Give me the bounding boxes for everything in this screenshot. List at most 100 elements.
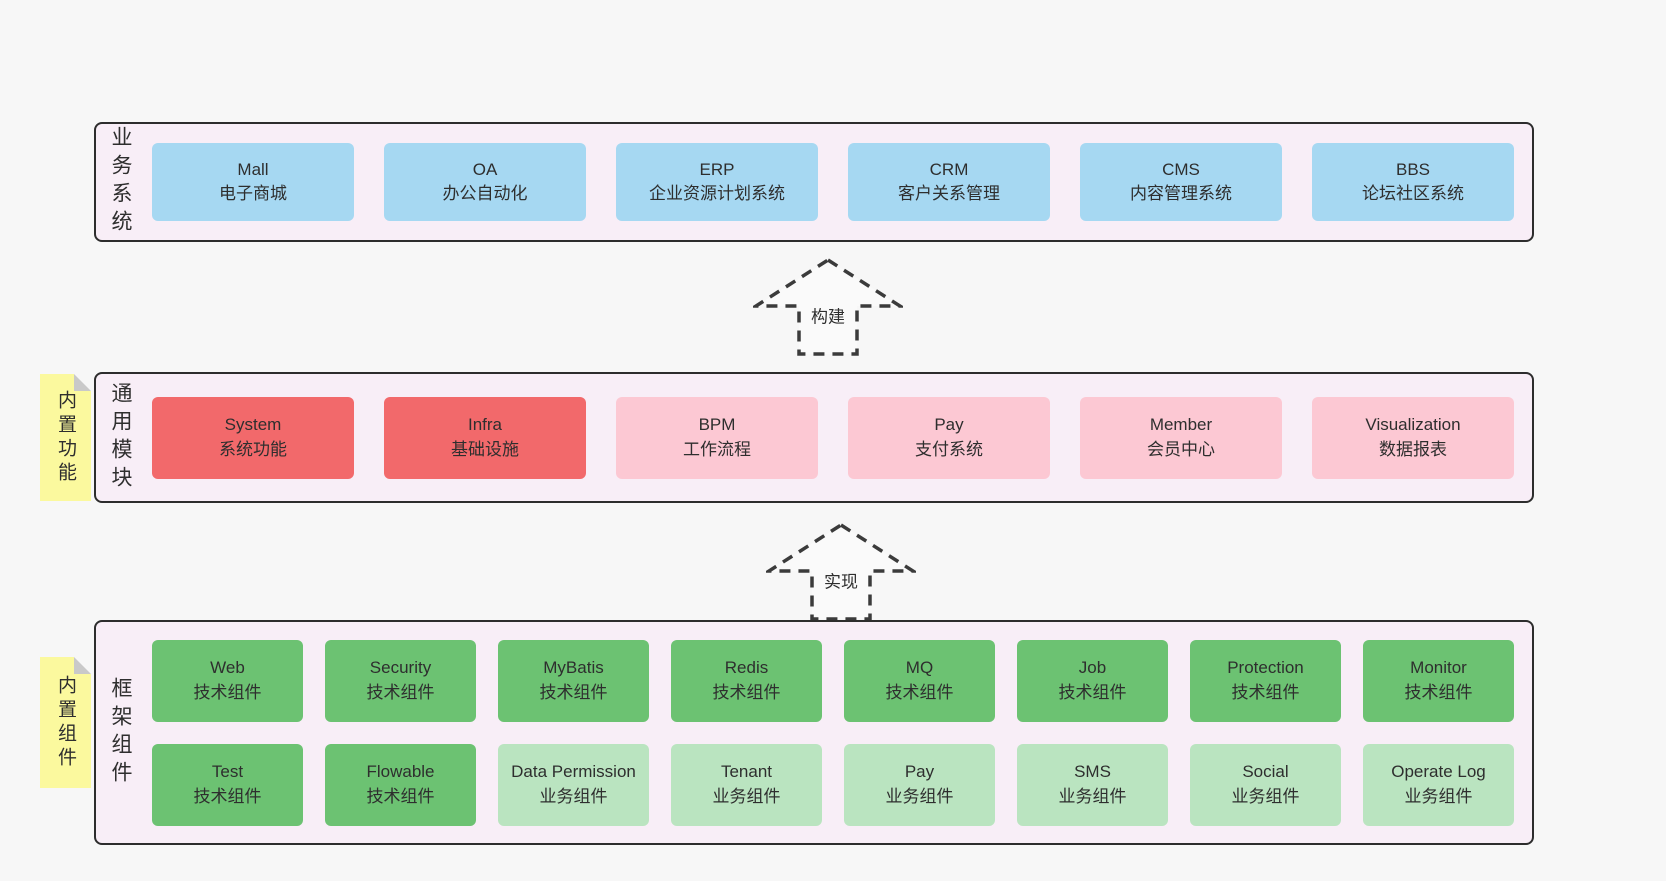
box-subtitle: 技术组件 [539, 682, 608, 702]
box-cms: CMS 内容管理系统 [1080, 143, 1282, 221]
box-system: System 系统功能 [152, 396, 354, 479]
box-subtitle: 技术组件 [885, 682, 954, 702]
box-title: Social [1242, 762, 1289, 782]
box-title: Pay [934, 415, 964, 435]
box-title: CRM [929, 159, 969, 179]
box-infra: Infra 基础设施 [384, 396, 586, 479]
box-title: Monitor [1410, 658, 1467, 678]
implement-arrow: 实现 [766, 522, 916, 622]
components-rows: Web 技术组件 Security 技术组件 MyBatis 技术组件 Redi… [144, 622, 1532, 843]
box-title: Pay [904, 762, 935, 782]
box-title: Flowable [366, 762, 435, 782]
box-mall: Mall 电子商城 [152, 143, 354, 221]
box-subtitle: 技术组件 [366, 786, 435, 806]
box-title: BPM [698, 415, 736, 435]
layer-components-label: 框架组件 [109, 676, 132, 789]
layer-common-modules: 通用模块 System 系统功能 Infra 基础设施 BPM 工作流程 Pay… [94, 372, 1534, 503]
business-boxes-row: Mall 电子商城 OA 办公自动化 ERP 企业资源计划系统 CRM 客户关系… [144, 124, 1532, 240]
box-redis: Redis 技术组件 [671, 639, 822, 722]
box-pay-system: Pay 支付系统 [848, 396, 1050, 479]
box-subtitle: 技术组件 [366, 682, 435, 702]
box-oa: OA 办公自动化 [384, 143, 586, 221]
box-bpm: BPM 工作流程 [616, 396, 818, 479]
box-subtitle: 内容管理系统 [1130, 184, 1232, 203]
box-subtitle: 技术组件 [712, 682, 781, 702]
sticky-note-built-in-features: 内置功能 [40, 374, 91, 501]
box-subtitle: 业务组件 [1058, 786, 1127, 806]
box-title: Mall [237, 159, 269, 179]
modules-boxes-row: System 系统功能 Infra 基础设施 BPM 工作流程 Pay 支付系统… [144, 374, 1532, 501]
box-title: Member [1149, 415, 1213, 435]
box-title: Redis [724, 658, 769, 678]
box-subtitle: 技术组件 [193, 682, 262, 702]
box-subtitle: 基础设施 [451, 439, 519, 459]
box-subtitle: 技术组件 [1058, 682, 1127, 702]
layer-business-label-wrap: 业务系统 [96, 124, 144, 240]
box-title: SMS [1074, 762, 1111, 782]
box-title: Data Permission [511, 762, 636, 782]
box-monitor: Monitor 技术组件 [1363, 639, 1514, 722]
note-text: 内置功能 [55, 389, 76, 486]
box-protection: Protection 技术组件 [1190, 639, 1341, 722]
box-bbs: BBS 论坛社区系统 [1312, 143, 1514, 221]
layer-components-label-wrap: 框架组件 [96, 622, 144, 843]
box-title: ERP [699, 159, 735, 179]
box-subtitle: 客户关系管理 [898, 184, 1000, 203]
box-pay-component: Pay 业务组件 [844, 743, 995, 826]
box-subtitle: 技术组件 [193, 786, 262, 806]
box-subtitle: 技术组件 [1404, 682, 1473, 702]
box-member: Member 会员中心 [1080, 396, 1282, 479]
box-title: Tenant [720, 762, 773, 782]
box-crm: CRM 客户关系管理 [848, 143, 1050, 221]
box-title: MQ [905, 658, 934, 678]
box-subtitle: 企业资源计划系统 [649, 184, 785, 203]
build-arrow-label: 构建 [808, 302, 848, 328]
box-subtitle: 业务组件 [1231, 786, 1300, 806]
box-sms: SMS 业务组件 [1017, 743, 1168, 826]
box-subtitle: 办公自动化 [442, 184, 528, 203]
box-subtitle: 会员中心 [1147, 439, 1215, 459]
box-social: Social 业务组件 [1190, 743, 1341, 826]
note-text: 内置组件 [55, 674, 76, 771]
box-title: CMS [1162, 159, 1200, 179]
box-title: Infra [467, 415, 503, 435]
box-erp: ERP 企业资源计划系统 [616, 143, 818, 221]
layer-business-systems: 业务系统 Mall 电子商城 OA 办公自动化 ERP 企业资源计划系统 CRM… [94, 122, 1534, 242]
box-mybatis: MyBatis 技术组件 [498, 639, 649, 722]
box-title: System [224, 415, 282, 435]
implement-arrow-label: 实现 [821, 567, 861, 593]
sticky-note-built-in-components: 内置组件 [40, 657, 91, 788]
layer-modules-label-wrap: 通用模块 [96, 374, 144, 501]
box-job: Job 技术组件 [1017, 639, 1168, 722]
box-operate-log: Operate Log 业务组件 [1363, 743, 1514, 826]
folded-corner-icon [74, 374, 91, 391]
box-subtitle: 业务组件 [1404, 786, 1473, 806]
build-arrow: 构建 [753, 257, 903, 357]
box-title: Visualization [1365, 415, 1461, 435]
layer-framework-components: 框架组件 Web 技术组件 Security 技术组件 MyBatis 技术组件… [94, 620, 1534, 845]
box-test: Test 技术组件 [152, 743, 303, 826]
box-subtitle: 论坛社区系统 [1362, 184, 1464, 203]
layer-modules-label: 通用模块 [109, 381, 132, 494]
box-title: Operate Log [1391, 762, 1486, 782]
box-mq: MQ 技术组件 [844, 639, 995, 722]
box-subtitle: 系统功能 [219, 439, 287, 459]
box-subtitle: 技术组件 [1231, 682, 1300, 702]
box-title: Test [211, 762, 244, 782]
components-row-1: Web 技术组件 Security 技术组件 MyBatis 技术组件 Redi… [152, 639, 1514, 722]
box-subtitle: 数据报表 [1379, 439, 1447, 459]
box-subtitle: 工作流程 [683, 439, 751, 459]
box-title: OA [472, 159, 498, 179]
layer-business-label: 业务系统 [109, 126, 132, 238]
box-web: Web 技术组件 [152, 639, 303, 722]
box-visualization: Visualization 数据报表 [1312, 396, 1514, 479]
box-title: Job [1078, 658, 1107, 678]
box-title: Protection [1227, 658, 1304, 678]
box-flowable: Flowable 技术组件 [325, 743, 476, 826]
box-title: BBS [1395, 159, 1431, 179]
folded-corner-icon [74, 657, 91, 674]
box-subtitle: 电子商城 [219, 184, 287, 203]
box-subtitle: 业务组件 [712, 786, 781, 806]
box-title: Security [369, 658, 432, 678]
